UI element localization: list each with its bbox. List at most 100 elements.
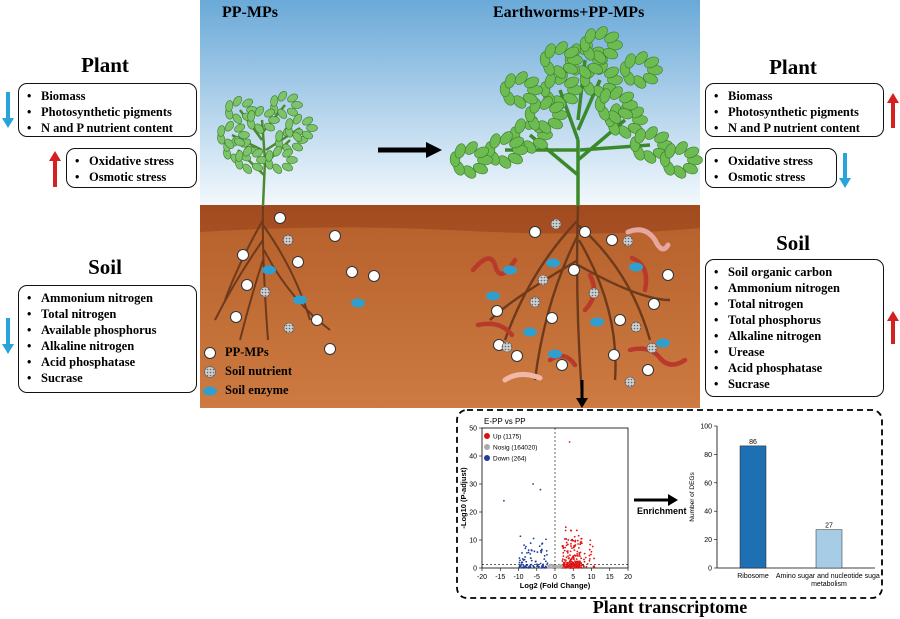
leaf [564, 46, 580, 59]
up-point [578, 555, 581, 558]
y-tick-label: 50 [469, 426, 477, 433]
list-item: Acid phosphatase [714, 360, 875, 376]
y-tick-label: 60 [704, 480, 712, 487]
volcano-title: E-PP vs PP [484, 417, 526, 426]
pp-mps-particle [230, 311, 242, 323]
up-point [564, 546, 566, 549]
soil-enzyme-particle [548, 349, 562, 359]
list-item: Total nitrogen [714, 296, 875, 312]
leaf [252, 148, 264, 158]
bar-value-label: 86 [749, 439, 757, 446]
soil-nutrient-particle [550, 218, 562, 230]
down-point [525, 566, 528, 569]
pp-mps-particle [608, 349, 620, 361]
up-point [580, 557, 583, 560]
nosig-point [548, 565, 551, 568]
leaf [292, 131, 303, 142]
legend-label: Nosig (164020) [493, 445, 537, 452]
up-point [565, 538, 568, 540]
up-point [570, 539, 573, 542]
left-plant-increase-box: Oxidative stress Osmotic stress [66, 148, 197, 188]
up-point [578, 565, 580, 568]
up-point [579, 543, 582, 546]
leaf [619, 91, 635, 104]
leaf [217, 125, 226, 137]
up-point [589, 558, 591, 560]
down-point [539, 562, 542, 565]
down-point [541, 565, 543, 567]
leaf [504, 73, 516, 89]
up-point [578, 553, 581, 556]
list-item: Photosynthetic pigments [714, 104, 875, 120]
up-point [575, 558, 578, 561]
pp-mps-particle [329, 230, 341, 242]
soil-nutrient-particle [282, 234, 294, 246]
leaf [634, 128, 646, 144]
soil-enzyme-particle [656, 338, 670, 348]
leaf [454, 143, 466, 159]
pp-mps-particle [579, 226, 591, 238]
y-tick-label: 20 [704, 537, 712, 544]
y-tick-label: 0 [473, 566, 477, 573]
leaf [301, 130, 313, 140]
list-item: Urease [714, 344, 875, 360]
list-item: Sucrase [27, 370, 188, 386]
left-plant-leaves [217, 90, 318, 174]
up-point [578, 562, 581, 565]
up-point [583, 552, 586, 555]
up-point [569, 567, 572, 569]
soil-enzyme-legend-icon [203, 386, 217, 395]
up-point [570, 545, 572, 547]
leaf [514, 71, 528, 85]
right-soil-up-arrow [887, 311, 899, 344]
leaf [489, 133, 501, 149]
y-tick-label: 0 [708, 566, 712, 573]
pp-mps-particle [511, 350, 523, 362]
leaf [224, 138, 235, 149]
up-point [564, 526, 567, 529]
soil-enzyme-particle [262, 265, 276, 275]
up-point [577, 543, 579, 545]
soil-nutrient-legend-icon [204, 365, 216, 378]
down-point [546, 553, 548, 556]
up-point [569, 550, 572, 553]
pp-mps-particle [237, 249, 249, 261]
soil-enzyme-particle [293, 295, 307, 305]
left-plant-up-arrow [49, 151, 61, 187]
up-point [576, 550, 579, 553]
down-point [527, 566, 530, 568]
up-point [577, 534, 580, 537]
up-point [567, 557, 570, 560]
up-point [573, 566, 576, 569]
leaf [617, 125, 632, 139]
left-plant-heading: Plant [81, 53, 129, 77]
leaf [277, 108, 288, 119]
leaf [224, 120, 235, 132]
left-roots [214, 205, 331, 341]
y-tick-label: 30 [469, 482, 477, 489]
leaf [522, 92, 538, 105]
soil-enzyme-particle [351, 298, 365, 308]
down-point [544, 560, 547, 563]
down-point [519, 564, 522, 567]
up-point [582, 564, 585, 567]
list-item: Ammonium nitrogen [27, 290, 188, 306]
pp-mps-particle [241, 279, 253, 291]
down-point [521, 561, 524, 564]
leaf [539, 96, 553, 110]
list-item: Osmotic stress [75, 169, 188, 185]
up-point [580, 542, 583, 545]
leaf [507, 152, 523, 165]
y-axis-label: Number of DEGs [689, 472, 696, 522]
down-point [530, 559, 533, 562]
down-point [540, 549, 543, 552]
up-point [565, 559, 567, 562]
up-point [569, 529, 572, 532]
list-item: Oxidative stress [714, 153, 828, 169]
legend-label: PP-MPs [225, 345, 269, 359]
leaf [552, 65, 567, 79]
legend-label: Up (1175) [493, 434, 521, 441]
soil-nutrient-particle [624, 376, 636, 388]
down-point [529, 564, 531, 567]
